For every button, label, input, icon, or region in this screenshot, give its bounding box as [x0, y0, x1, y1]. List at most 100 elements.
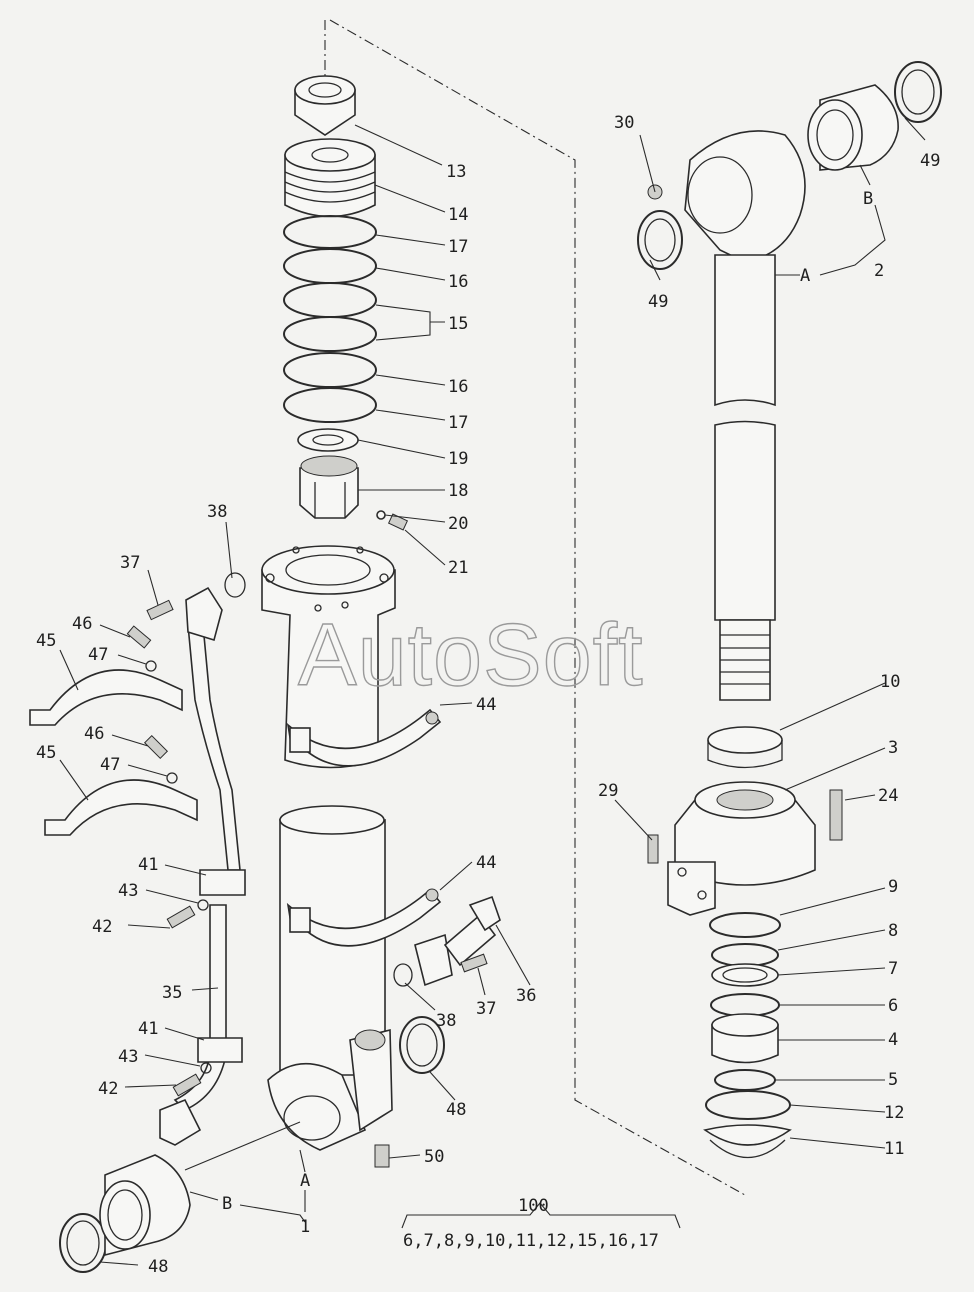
callout-37-left: 37 [120, 553, 140, 573]
part-47-washer-upper [145, 660, 157, 672]
part-49-seal-top [894, 61, 942, 123]
callout-3: 3 [888, 738, 898, 758]
part-38-oring-lower [393, 963, 413, 987]
kit-contents: 6,7,8,9,10,11,12,15,16,17 [403, 1231, 659, 1251]
part-6-ring [710, 993, 780, 1017]
callout-13: 13 [446, 162, 466, 182]
part-46-bolt-lower [143, 734, 169, 760]
part-7-seal [711, 963, 779, 987]
callout-48-bottom: 48 [148, 1257, 168, 1277]
part-11-o-ring [703, 1124, 792, 1159]
callout-35: 35 [162, 983, 182, 1003]
part-36-fitting [414, 895, 501, 987]
callout-29: 29 [598, 781, 618, 801]
callout-b-cylinder: B [222, 1194, 232, 1214]
callout-7: 7 [888, 959, 898, 979]
callout-45-upper: 45 [36, 631, 56, 651]
part-17-ring-upper [283, 215, 377, 249]
callout-b-rod: B [863, 189, 873, 209]
callout-49-left: 49 [648, 292, 668, 312]
callout-11: 11 [884, 1139, 904, 1159]
callout-21: 21 [448, 558, 468, 578]
callout-45-lower: 45 [36, 743, 56, 763]
callout-9: 9 [888, 877, 898, 897]
part-21-screw [387, 513, 409, 531]
callout-48-right: 48 [446, 1100, 466, 1120]
callout-38-upper: 38 [207, 502, 227, 522]
part-18-nut [299, 455, 359, 519]
callout-18: 18 [448, 481, 468, 501]
part-42-bolt-upper [166, 905, 196, 929]
part-16-ring-upper [283, 248, 377, 284]
part-44-clamp-upper [286, 708, 442, 767]
callout-46-upper: 46 [72, 614, 92, 634]
callout-44-lower: 44 [476, 853, 496, 873]
part-48-seal-bottom [59, 1213, 107, 1273]
part-8-ring [711, 943, 779, 967]
callout-42-upper: 42 [92, 917, 112, 937]
callout-4: 4 [888, 1030, 898, 1050]
kit-number: 100 [518, 1196, 549, 1216]
callout-a-cylinder: A [300, 1171, 310, 1191]
callout-10: 10 [880, 672, 900, 692]
callout-5: 5 [888, 1070, 898, 1090]
callout-43-upper: 43 [118, 881, 138, 901]
part-1-cylinder-tube [261, 545, 396, 1151]
part-15-seal [283, 282, 377, 352]
part-13-cushion-ring [294, 75, 356, 136]
part-12-backup-ring [705, 1090, 791, 1120]
callout-47-lower: 47 [100, 755, 120, 775]
part-49-seal-left [637, 210, 683, 270]
callout-15: 15 [448, 314, 468, 334]
part-43-washer-upper [197, 899, 209, 911]
part-46-bolt-upper [126, 625, 152, 649]
part-41-block-upper [199, 869, 246, 896]
callout-8: 8 [888, 921, 898, 941]
callout-41-upper: 41 [138, 855, 158, 875]
part-48-seal-right [399, 1016, 445, 1074]
callout-46-lower: 46 [84, 724, 104, 744]
part-14-piston [284, 138, 376, 218]
callout-2: 2 [874, 261, 884, 281]
callout-30: 30 [614, 113, 634, 133]
callout-44-upper: 44 [476, 695, 496, 715]
part-42-bolt-lower [172, 1073, 202, 1097]
part-16-ring-lower [283, 352, 377, 388]
part-45-clamp-lower [44, 779, 198, 836]
callout-50: 50 [424, 1147, 444, 1167]
callout-43-lower: 43 [118, 1047, 138, 1067]
part-29-fitting [647, 834, 659, 864]
part-38-oring-upper [224, 572, 246, 598]
assembly-axis-line [324, 19, 746, 1196]
leader-lines [59, 117, 926, 1266]
callout-42-lower: 42 [98, 1079, 118, 1099]
part-3-rod-cover [667, 781, 816, 916]
part-10-dust-seal [707, 726, 783, 769]
callout-19: 19 [448, 449, 468, 469]
callout-24: 24 [878, 786, 898, 806]
part-37-bolt-left [146, 599, 174, 621]
part-bushing-cylinder [99, 1154, 191, 1257]
part-47-washer-lower [166, 772, 178, 784]
callout-37-right: 37 [476, 999, 496, 1019]
part-37-bolt-right [460, 953, 488, 973]
part-5-snap-ring [714, 1069, 776, 1091]
part-17-ring-lower [283, 387, 377, 423]
part-43-washer-lower [200, 1062, 212, 1074]
part-20-ball [376, 510, 386, 520]
callout-1: 1 [300, 1217, 310, 1237]
callout-20: 20 [448, 514, 468, 534]
callout-16-upper: 16 [448, 272, 468, 292]
callout-49-top: 49 [920, 151, 940, 171]
part-9-ring [709, 912, 781, 938]
callout-a-rod: A [800, 266, 810, 286]
callout-17-upper: 17 [448, 237, 468, 257]
part-bushing-rod [807, 84, 899, 171]
callout-14: 14 [448, 205, 468, 225]
part-50-plug [374, 1144, 390, 1168]
watermark-text: AutoSoft [298, 605, 644, 704]
part-44-clamp-lower [286, 888, 442, 947]
callout-12: 12 [884, 1103, 904, 1123]
part-45-clamp-upper [29, 669, 183, 726]
